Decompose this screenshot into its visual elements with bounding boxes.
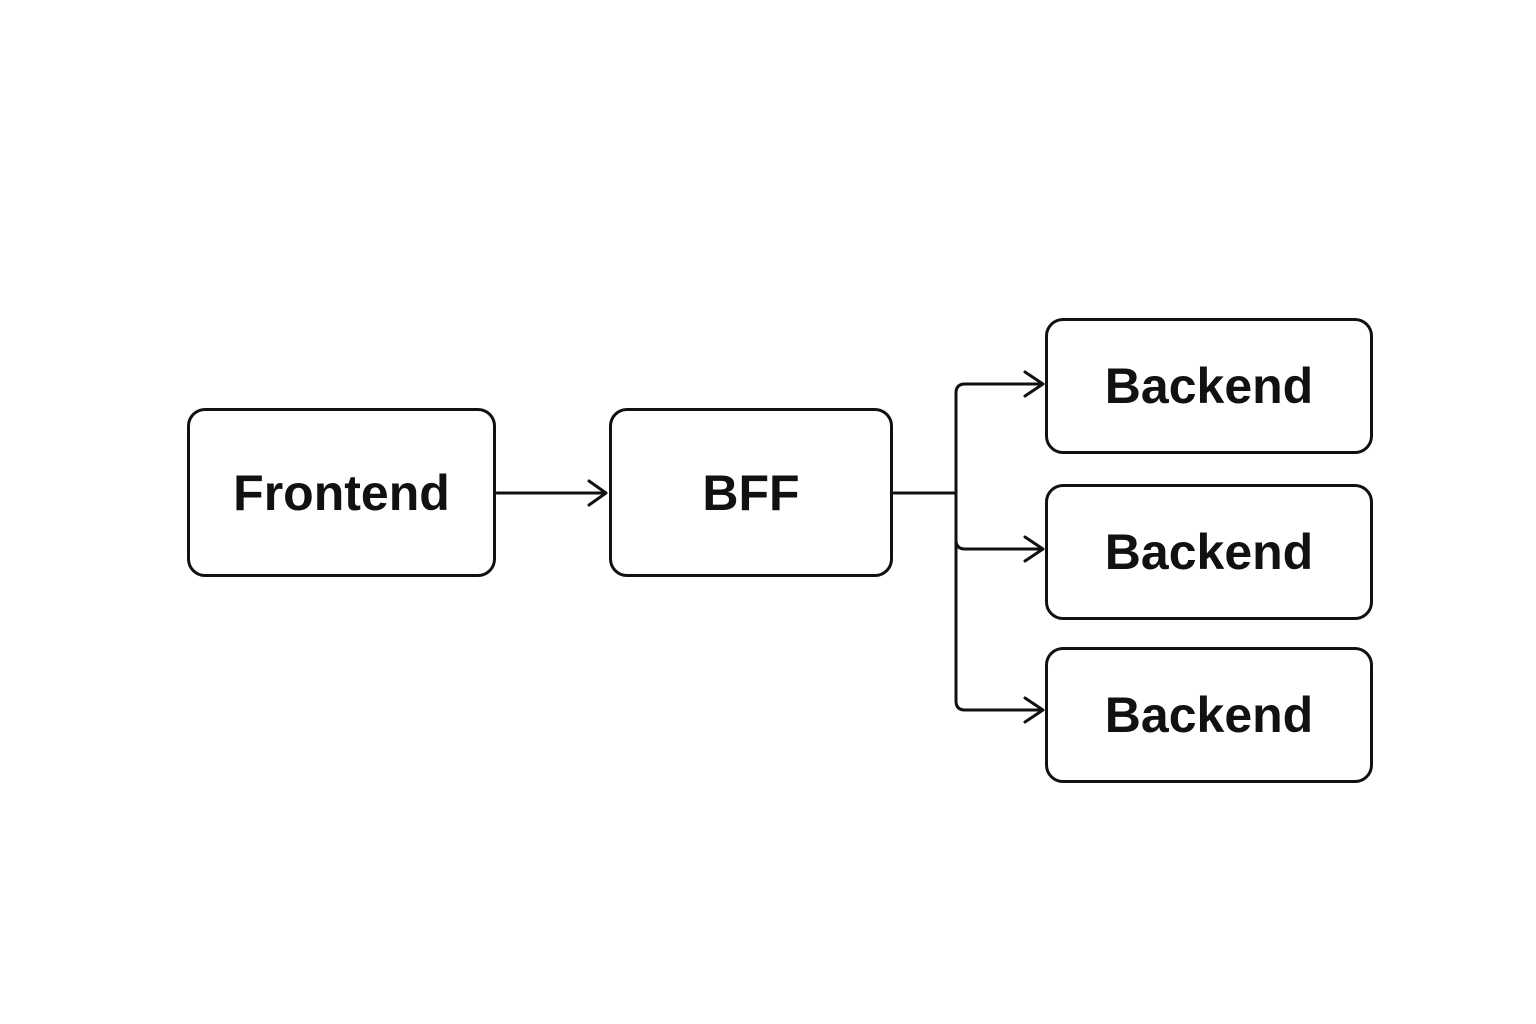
arrowhead-backend-3-icon	[1023, 696, 1045, 724]
edge-bff-backend-3	[963, 696, 1045, 724]
node-frontend[interactable]: Frontend	[187, 408, 496, 577]
node-bff[interactable]: BFF	[609, 408, 893, 577]
node-backend-2[interactable]: Backend	[1045, 484, 1373, 620]
node-backend-1-label: Backend	[1104, 358, 1314, 414]
node-bff-label: BFF	[702, 464, 800, 521]
edge-frontend-bff	[495, 479, 608, 507]
node-backend-1[interactable]: Backend	[1045, 318, 1373, 454]
node-backend-2-label: Backend	[1104, 524, 1314, 580]
arrowhead-backend-1-icon	[1023, 370, 1045, 398]
edge-bff-backend-2-line	[954, 538, 1044, 551]
arrowhead-backend-2-icon	[1023, 535, 1045, 563]
edge-bff-trunk	[892, 382, 967, 712]
arrowhead-bff-icon	[587, 479, 608, 507]
node-backend-3-label: Backend	[1104, 687, 1314, 743]
edge-bff-backend-1	[963, 370, 1045, 398]
node-backend-3[interactable]: Backend	[1045, 647, 1373, 783]
edge-bff-backend-2	[954, 535, 1045, 563]
node-frontend-label: Frontend	[233, 464, 450, 521]
